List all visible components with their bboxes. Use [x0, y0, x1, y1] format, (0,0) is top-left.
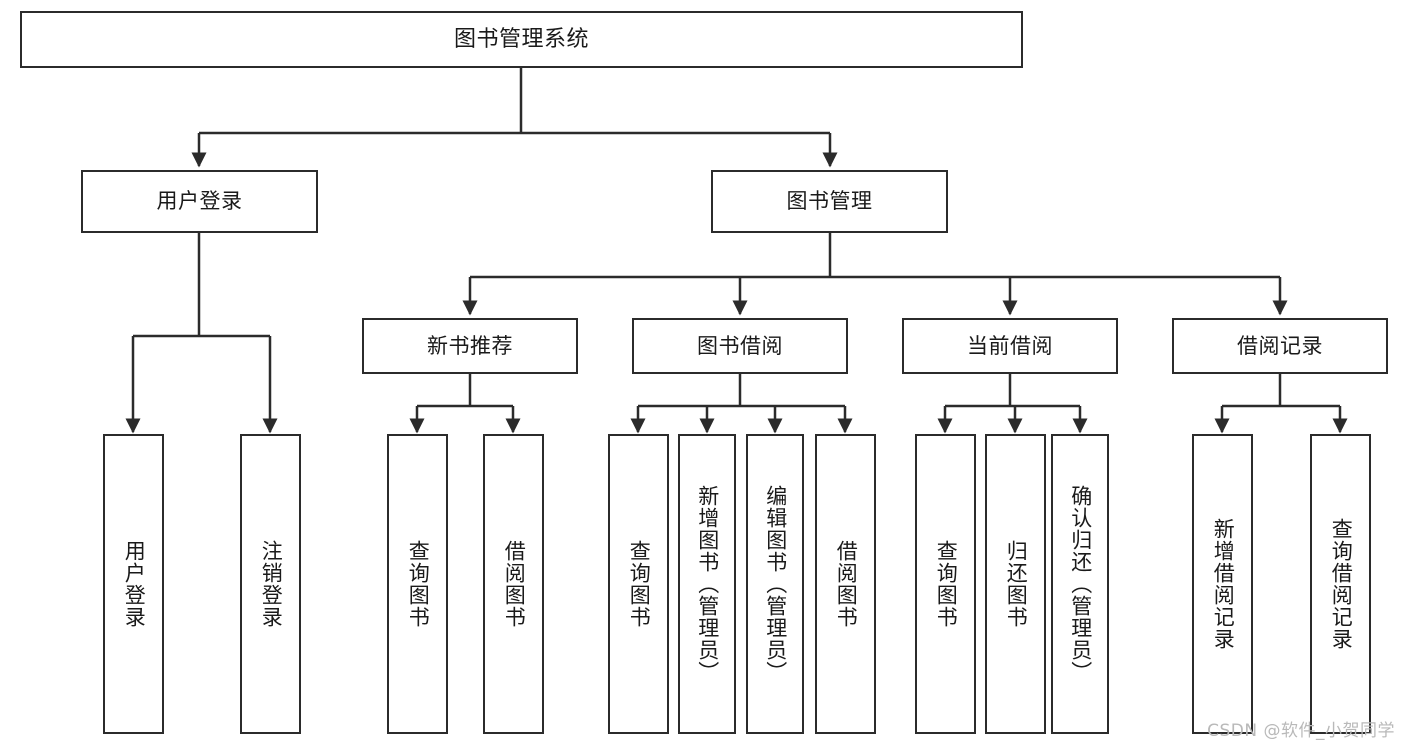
node-leaf-user-login-label: 用户登录: [122, 540, 147, 628]
node-leaf-logout-login[interactable]: 注销登录: [240, 434, 301, 734]
node-current-borrow[interactable]: 当前借阅: [902, 318, 1118, 374]
node-leaf-query-book-2-label: 查询图书: [627, 540, 652, 628]
node-leaf-query-book-3[interactable]: 查询图书: [915, 434, 976, 734]
node-leaf-edit-book-label: 编辑图书（管理员）: [763, 485, 788, 683]
node-leaf-query-book-2[interactable]: 查询图书: [608, 434, 669, 734]
node-leaf-add-book[interactable]: 新增图书（管理员）: [678, 434, 736, 734]
node-leaf-return-book-label: 归还图书: [1004, 540, 1029, 628]
node-leaf-query-book-1-label: 查询图书: [406, 540, 431, 628]
node-leaf-query-book-3-label: 查询图书: [934, 540, 959, 628]
node-leaf-add-record-label: 新增借阅记录: [1211, 518, 1236, 650]
node-root[interactable]: 图书管理系统: [20, 11, 1023, 68]
node-leaf-user-login[interactable]: 用户登录: [103, 434, 164, 734]
node-leaf-query-record[interactable]: 查询借阅记录: [1310, 434, 1371, 734]
node-leaf-query-book-1[interactable]: 查询图书: [387, 434, 448, 734]
node-root-label: 图书管理系统: [453, 26, 589, 52]
node-book-manage-label: 图书管理: [786, 189, 873, 214]
node-user-login[interactable]: 用户登录: [81, 170, 318, 233]
node-leaf-return-book[interactable]: 归还图书: [985, 434, 1046, 734]
node-leaf-borrow-book-2-label: 借阅图书: [834, 540, 859, 628]
node-leaf-add-book-label: 新增图书（管理员）: [695, 485, 720, 683]
node-book-manage[interactable]: 图书管理: [711, 170, 948, 233]
node-borrow-record-label: 借阅记录: [1237, 333, 1323, 358]
node-current-borrow-label: 当前借阅: [967, 333, 1053, 358]
node-leaf-add-record[interactable]: 新增借阅记录: [1192, 434, 1253, 734]
node-new-book-rec-label: 新书推荐: [427, 333, 513, 358]
node-book-borrow[interactable]: 图书借阅: [632, 318, 848, 374]
node-book-borrow-label: 图书借阅: [697, 333, 783, 358]
node-new-book-rec[interactable]: 新书推荐: [362, 318, 578, 374]
node-user-login-label: 用户登录: [156, 189, 243, 214]
node-leaf-borrow-book-2[interactable]: 借阅图书: [815, 434, 876, 734]
node-leaf-borrow-book-1[interactable]: 借阅图书: [483, 434, 544, 734]
watermark-text: CSDN @软件_小贺同学: [1207, 721, 1395, 741]
node-leaf-query-record-label: 查询借阅记录: [1329, 518, 1354, 650]
node-leaf-borrow-book-1-label: 借阅图书: [502, 540, 527, 628]
node-leaf-logout-login-label: 注销登录: [259, 540, 284, 628]
node-leaf-confirm-return[interactable]: 确认归还（管理员）: [1051, 434, 1109, 734]
node-leaf-edit-book[interactable]: 编辑图书（管理员）: [746, 434, 804, 734]
node-borrow-record[interactable]: 借阅记录: [1172, 318, 1388, 374]
node-leaf-confirm-return-label: 确认归还（管理员）: [1068, 485, 1093, 683]
